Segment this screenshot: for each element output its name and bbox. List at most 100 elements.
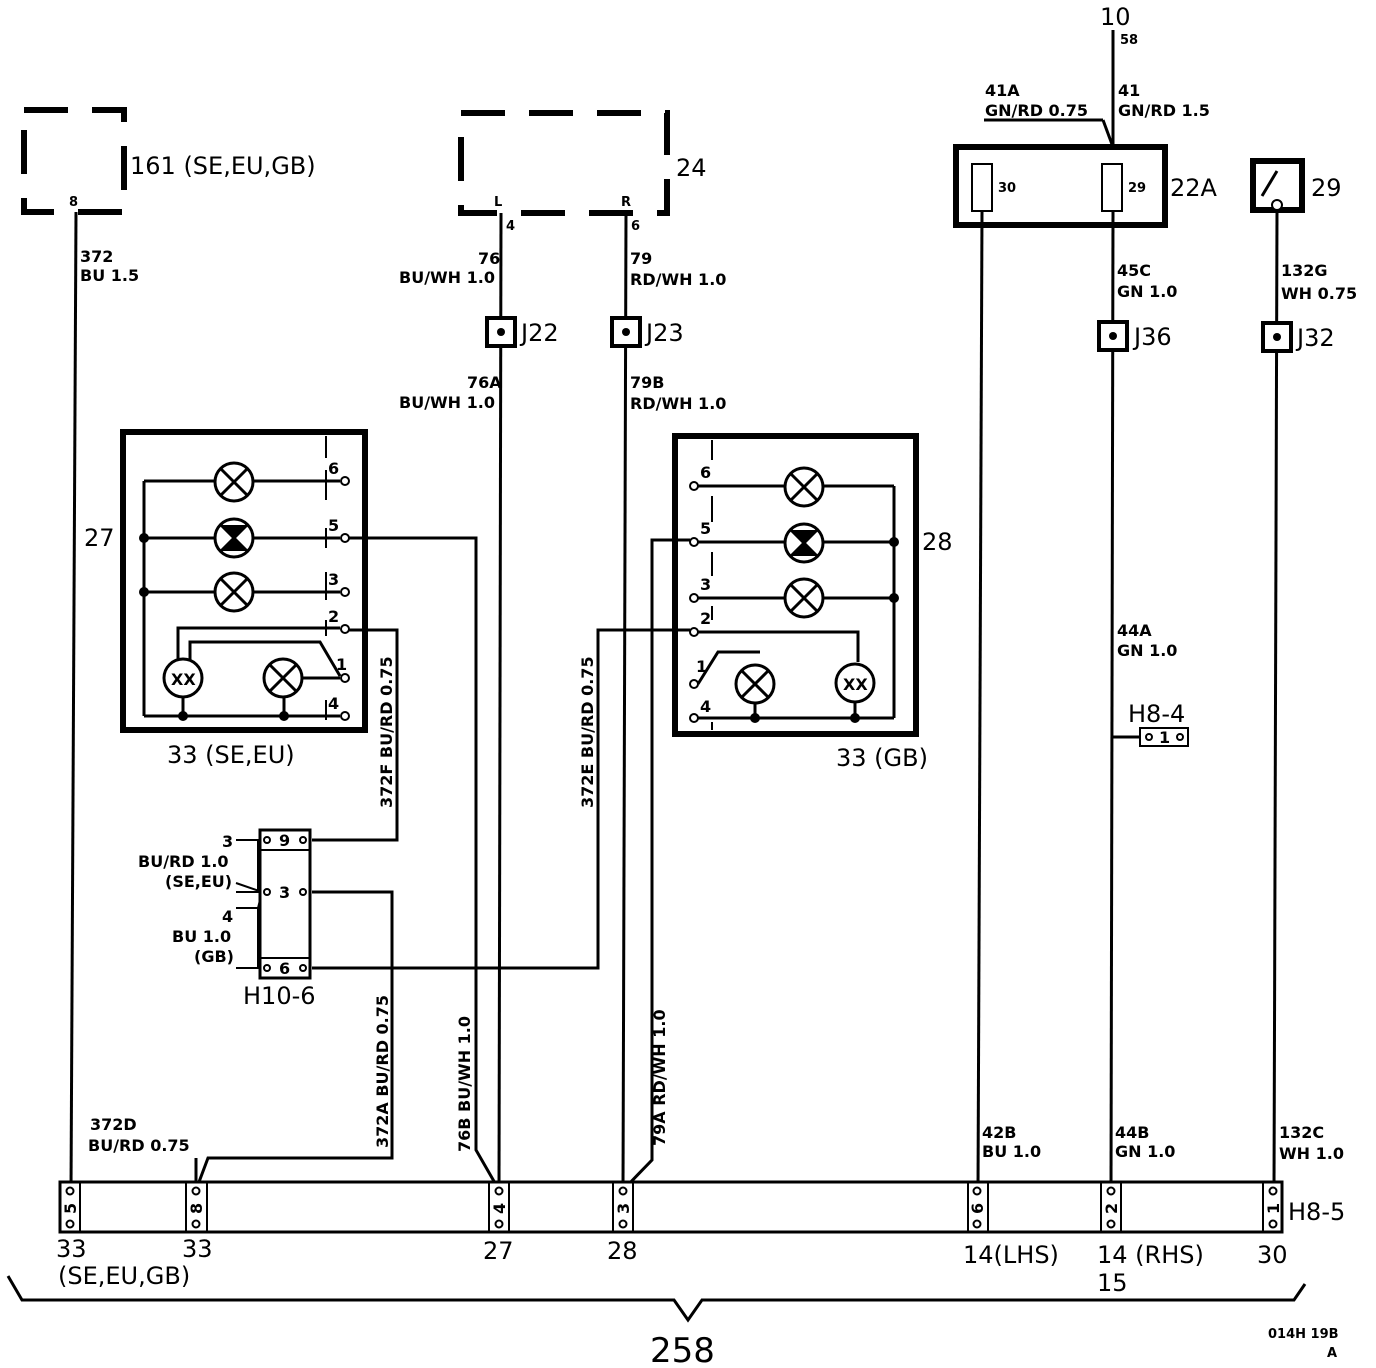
h10-pin-9: 9 — [279, 831, 290, 850]
wire-41a-id: 41A — [985, 81, 1020, 100]
wires — [69, 30, 1279, 1192]
connector-h10-6-label: H10-6 — [243, 982, 316, 1010]
h8-5-pin-number: 2 — [1102, 1203, 1121, 1214]
component-24-pin-l-num: 4 — [506, 219, 515, 234]
h8-5-terminal — [1106, 1186, 1116, 1196]
wire-372d-color: BU/RD 0.75 — [88, 1136, 190, 1155]
lamp27-pin-2: 2 — [328, 607, 339, 626]
component-161-label: 161 (SE,EU,GB) — [130, 152, 316, 180]
h10-note2-variant: (GB) — [194, 947, 234, 966]
component-29-switch: 29 — [1250, 158, 1342, 213]
lamp27-pin-3: 3 — [328, 570, 339, 589]
wire-132c-id: 132C — [1279, 1123, 1324, 1142]
component-161: 161 (SE,EU,GB) 8 — [21, 107, 316, 215]
h8-5-terminal — [972, 1186, 982, 1196]
h8-5-terminal — [65, 1186, 75, 1196]
wire-44a-color: GN 1.0 — [1117, 641, 1177, 660]
dest-pin8: 33 — [182, 1235, 213, 1263]
wire-42b-id: 42B — [982, 1123, 1016, 1142]
h8-5-terminal — [191, 1186, 201, 1196]
wire-labels: 372 BU 1.5 76 BU/WH 1.0 79 RD/WH 1.0 76A… — [80, 81, 1357, 1163]
h8-5-pin-number: 8 — [187, 1203, 206, 1214]
connector-h8-4-label: H8-4 — [1128, 700, 1185, 728]
wire-76-id: 76 — [478, 249, 500, 268]
lamp-bulb-icon — [213, 461, 255, 503]
lamp28-pin-3: 3 — [700, 575, 711, 594]
wire-79-id: 79 — [630, 249, 652, 268]
lamp-bulb-icon — [783, 466, 825, 508]
lamp-xx-icon: XX — [834, 662, 876, 704]
h10-note2-num: 4 — [222, 907, 233, 926]
h8-5-terminal — [618, 1186, 628, 1196]
h10-note1-num: 3 — [222, 832, 233, 851]
h10-note1-color: BU/RD 1.0 — [138, 852, 229, 871]
lamp27-pin-5: 5 — [328, 516, 339, 535]
lamp-bulb-dual-icon — [213, 517, 255, 559]
wire-372d-id: 372D — [90, 1115, 137, 1134]
component-24-pin-l: L — [494, 195, 502, 210]
lamp28-pin-1: 1 — [696, 657, 707, 676]
wire-76b: 76B BU/WH 1.0 — [455, 1016, 474, 1152]
wire-44b-color: GN 1.0 — [1115, 1142, 1175, 1161]
wire-45c-color: GN 1.0 — [1117, 282, 1177, 301]
h8-5-terminal — [1268, 1186, 1278, 1196]
component-24-pin-r-num: 6 — [631, 219, 640, 234]
group-label-258: 258 — [650, 1331, 715, 1368]
wire-372-id: 372 — [80, 247, 113, 266]
dest-sub: (SE,EU,GB) — [58, 1262, 190, 1290]
h8-5-pin-number: 3 — [614, 1203, 633, 1214]
wire-76a-id: 76A — [467, 373, 502, 392]
lamp-unit-27-caption: 33 (SE,EU) — [167, 741, 295, 769]
component-24-label: 24 — [676, 154, 707, 182]
component-24: 24 L R 4 6 — [458, 110, 707, 234]
h10-pin-6: 6 — [279, 959, 290, 978]
h8-5-terminal — [1106, 1219, 1116, 1229]
wire-372-color: BU 1.5 — [80, 266, 139, 285]
dest-pin6: 14(LHS) — [963, 1241, 1059, 1269]
h8-5-pin-number: 1 — [1264, 1203, 1283, 1214]
connector-h8-5-label: H8-5 — [1288, 1198, 1345, 1226]
h10-note1-variant: (SE,EU) — [165, 872, 232, 891]
h8-5-terminal — [494, 1186, 504, 1196]
lamp28-pin-5: 5 — [700, 519, 711, 538]
wire-79-color: RD/WH 1.0 — [630, 270, 726, 289]
splice-j22: J22 — [485, 316, 559, 348]
feed-10-label: 10 — [1100, 3, 1131, 31]
wire-45c-id: 45C — [1117, 261, 1151, 280]
lamp-xx-label: XX — [843, 675, 868, 694]
wire-132g-color: WH 0.75 — [1281, 284, 1357, 303]
wire-44b-id: 44B — [1115, 1123, 1149, 1142]
h8-4-pin: 1 — [1159, 728, 1170, 747]
lamp-unit-27: 27 33 (SE,EU) — [84, 429, 368, 769]
wire-41-color: GN/RD 1.5 — [1118, 101, 1210, 120]
lamp-bulb-icon — [783, 577, 825, 619]
lamp-xx-icon: XX — [162, 657, 204, 699]
wire-76-color: BU/WH 1.0 — [399, 268, 495, 287]
dest-pin1: 30 — [1257, 1241, 1288, 1269]
fuse-29-label: 29 — [1128, 181, 1146, 196]
h8-5-pin-number: 4 — [490, 1203, 509, 1214]
lamp27-pin-4: 4 — [328, 694, 339, 713]
component-161-pin: 8 — [69, 195, 78, 210]
wire-44a-id: 44A — [1117, 621, 1152, 640]
lamp-xx-label: XX — [171, 670, 196, 689]
connector-h8-5: H8-5 — [58, 1180, 1345, 1234]
lamp-bulb-icon — [734, 663, 776, 705]
wire-372a: 372A BU/RD 0.75 — [373, 995, 392, 1148]
lamp28-pin-4: 4 — [700, 697, 711, 716]
lamp28-pin-6: 6 — [700, 463, 711, 482]
doc-revision: A — [1327, 1346, 1337, 1361]
lamp-unit-27-label: 27 — [84, 524, 115, 552]
component-29-label: 29 — [1311, 174, 1342, 202]
splice-j23: J23 — [610, 316, 684, 348]
wire-79b-id: 79B — [630, 373, 664, 392]
splice-j36-label: J36 — [1132, 323, 1172, 351]
fuse-30-label: 30 — [998, 181, 1016, 196]
wire-79a: 79A RD/WH 1.0 — [650, 1009, 669, 1146]
lamp-bulb-icon — [213, 571, 255, 613]
splice-j23-label: J23 — [644, 319, 684, 347]
h8-5-terminal — [618, 1219, 628, 1229]
feed-58-label: 58 — [1120, 33, 1138, 48]
